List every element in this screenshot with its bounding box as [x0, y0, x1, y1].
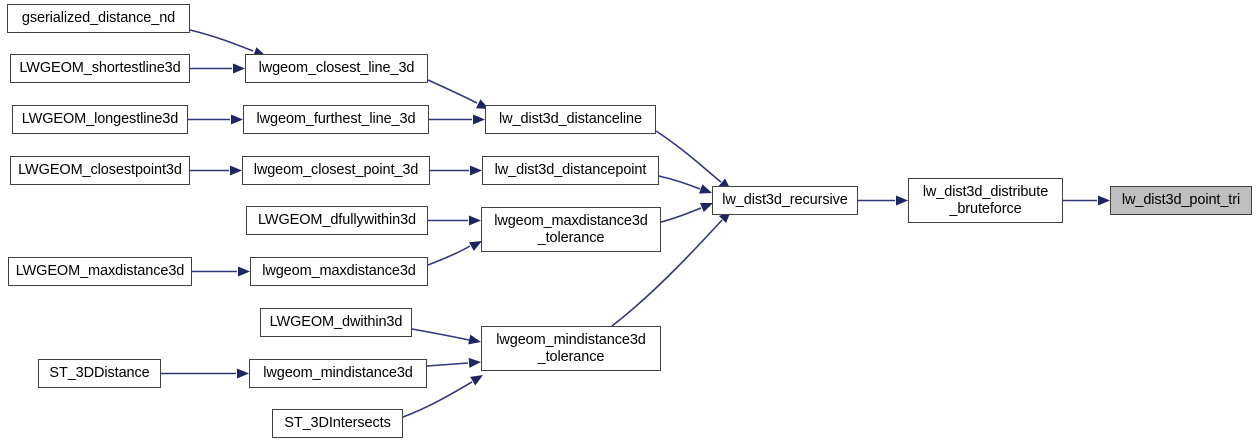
graph-edge-lw-dist3d-distanceline-to-lw-dist3d-recursive — [655, 130, 731, 190]
graph-node-lwgeom-mindistance3d[interactable]: lwgeom_mindistance3d — [249, 359, 427, 388]
graph-node-lw-dist3d-recursive[interactable]: lw_dist3d_recursive — [712, 186, 858, 215]
arrow-head-icon — [231, 114, 243, 125]
graph-edge-lwgeom-closest-point-3d-to-lw-dist3d-distancepoint — [430, 165, 482, 176]
graph-edge-lw-dist3d-recursive-to-lw-dist3d-distribute-bruteforce — [858, 195, 908, 206]
graph-node-st-3dintersects[interactable]: ST_3DIntersects — [272, 409, 403, 438]
graph-node-lwgeom-mindistance3d-tolerance[interactable]: lwgeom_mindistance3d _tolerance — [481, 326, 661, 371]
arrow-head-icon — [468, 357, 481, 368]
graph-edge-lwgeom-furthest-line-3d-to-lw-dist3d-distanceline — [429, 114, 485, 125]
graph-node-lw-dist3d-distanceline[interactable]: lw_dist3d_distanceline — [485, 105, 656, 134]
arrow-head-icon — [896, 195, 908, 206]
arrow-head-icon — [238, 266, 250, 277]
graph-edge-lwgeom-dfullywithin3d-to-lwgeom-maxdistance3d-tolerance — [428, 215, 481, 226]
graph-edge-st-3ddistance-to-lwgeom-mindistance3d — [161, 368, 249, 379]
arrow-head-icon — [470, 375, 483, 386]
graph-edge-lwgeom-maxdistance3d-to-lwgeom-maxdistance3d-tolerance — [427, 241, 482, 266]
graph-node-lwgeom-closest-line-3d[interactable]: lwgeom_closest_line_3d — [245, 54, 428, 83]
graph-node-lwgeom-maxdistance3d[interactable]: lwgeom_maxdistance3d — [250, 257, 428, 286]
arrow-head-icon — [237, 368, 249, 379]
graph-edge-lw-dist3d-distribute-bruteforce-to-lw-dist3d-point-tri — [1063, 195, 1110, 206]
graph-node-lwgeom-shortestline3d[interactable]: LWGEOM_shortestline3d — [10, 54, 190, 83]
graph-node-lw-dist3d-distribute-bruteforce[interactable]: lw_dist3d_distribute _bruteforce — [908, 178, 1063, 223]
arrow-head-icon — [468, 334, 481, 345]
graph-node-lwgeom-closest-point-3d[interactable]: lwgeom_closest_point_3d — [242, 156, 430, 185]
graph-node-lwgeom-dwithin3d[interactable]: LWGEOM_dwithin3d — [260, 308, 412, 337]
arrow-head-icon — [230, 165, 242, 176]
graph-edge-lwgeom-dwithin3d-to-lwgeom-mindistance3d-tolerance — [411, 328, 481, 345]
arrow-head-icon — [1098, 195, 1110, 206]
graph-edge-lwgeom-closest-line-3d-to-lw-dist3d-distanceline — [427, 79, 489, 109]
arrow-head-icon — [470, 165, 482, 176]
graph-node-gserialized-distance-nd[interactable]: gserialized_distance_nd — [7, 4, 190, 33]
graph-edge-lwgeom-maxdistance3d-tolerance-to-lw-dist3d-recursive — [660, 202, 713, 223]
graph-node-lwgeom-dfullywithin3d[interactable]: LWGEOM_dfullywithin3d — [246, 206, 428, 235]
graph-node-lw-dist3d-distancepoint[interactable]: lw_dist3d_distancepoint — [482, 156, 659, 185]
graph-edge-lwgeom-shortestline3d-to-lwgeom-closest-line-3d — [190, 63, 245, 74]
graph-node-lw-dist3d-point-tri[interactable]: lw_dist3d_point_tri — [1110, 186, 1252, 215]
graph-edge-lwgeom-closestpoint3d-to-lwgeom-closest-point-3d — [190, 165, 242, 176]
graph-node-lwgeom-furthest-line-3d[interactable]: lwgeom_furthest_line_3d — [243, 105, 429, 134]
graph-edge-lwgeom-maxdistance3d-to-lwgeom-maxdistance3d — [192, 266, 250, 277]
graph-edge-lwgeom-longestline3d-to-lwgeom-furthest-line-3d — [188, 114, 243, 125]
arrow-head-icon — [469, 215, 481, 226]
arrow-head-icon — [233, 63, 245, 74]
graph-edge-lwgeom-mindistance3d-to-lwgeom-mindistance3d-tolerance — [426, 357, 481, 368]
arrow-head-icon — [473, 114, 485, 125]
graph-edge-lw-dist3d-distancepoint-to-lw-dist3d-recursive — [658, 175, 712, 194]
graph-node-lwgeom-longestline3d[interactable]: LWGEOM_longestline3d — [12, 105, 188, 134]
graph-node-lwgeom-maxdistance3d-tolerance[interactable]: lwgeom_maxdistance3d _tolerance — [481, 207, 661, 252]
graph-node-lwgeom-maxdistance3d[interactable]: LWGEOM_maxdistance3d — [8, 257, 192, 286]
graph-node-st-3ddistance[interactable]: ST_3DDistance — [38, 359, 161, 388]
graph-node-lwgeom-closestpoint3d[interactable]: LWGEOM_closestpoint3d — [10, 156, 190, 185]
